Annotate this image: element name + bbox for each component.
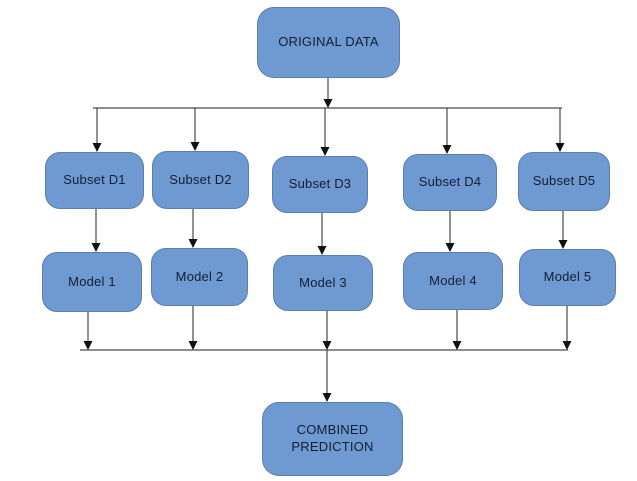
node-subset-d1: Subset D1: [45, 152, 144, 209]
node-original-data: ORIGINAL DATA: [257, 7, 400, 78]
node-combined-prediction-label: COMBINED PREDICTION: [291, 422, 374, 454]
node-subset-d2: Subset D2: [152, 151, 249, 209]
node-model-1: Model 1: [42, 252, 142, 312]
node-model-5-label: Model 5: [543, 269, 592, 285]
node-model-3-label: Model 3: [299, 274, 347, 290]
node-subset-d5: Subset D5: [518, 152, 610, 211]
node-subset-d3: Subset D3: [272, 156, 368, 213]
node-model-2-label: Model 2: [175, 268, 224, 284]
node-subset-d4: Subset D4: [403, 154, 497, 211]
node-model-2: Model 2: [151, 248, 248, 306]
node-subset-d1-label: Subset D1: [63, 172, 126, 188]
node-model-3: Model 3: [273, 255, 373, 311]
node-subset-d2-label: Subset D2: [169, 171, 232, 187]
node-subset-d4-label: Subset D4: [418, 174, 482, 190]
node-model-4-label: Model 4: [429, 272, 477, 288]
node-model-4: Model 4: [403, 252, 503, 310]
node-original-data-label: ORIGINAL DATA: [278, 34, 379, 50]
node-combined-prediction: COMBINED PREDICTION: [262, 402, 403, 476]
node-subset-d3-label: Subset D3: [288, 176, 352, 192]
node-subset-d5-label: Subset D5: [532, 173, 596, 189]
node-model-5: Model 5: [519, 249, 616, 306]
node-model-1-label: Model 1: [68, 273, 116, 289]
